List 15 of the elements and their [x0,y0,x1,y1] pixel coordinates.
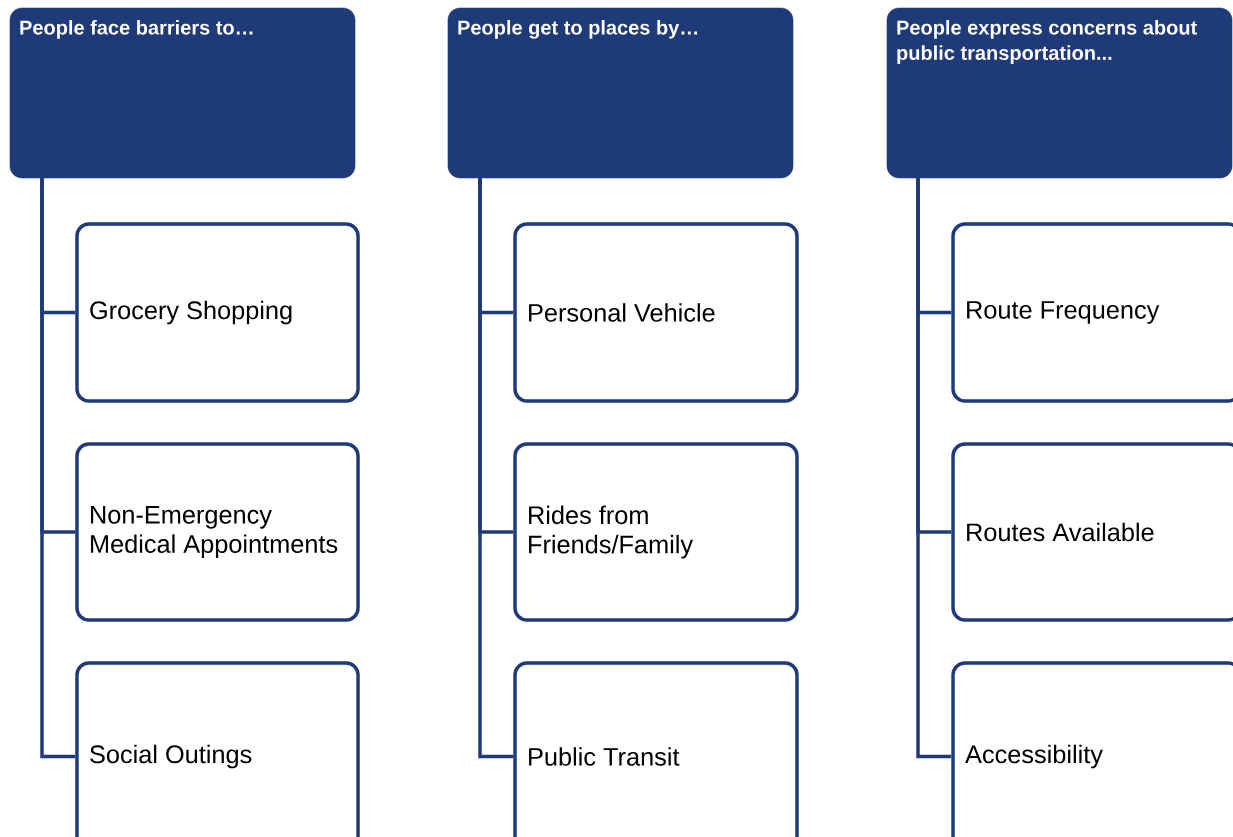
category-box: Accessibility [951,661,1233,837]
header-box: People express concerns about public transportation... [886,7,1233,179]
category-box: Non-Emergency Medical Appointments [75,442,360,622]
header-box: People face barriers to… [9,7,356,179]
category-box: Rides from Friends/Family [513,442,799,622]
category-box: Grocery Shopping [75,222,360,403]
header-box: People get to places by… [447,7,794,179]
category-box: Social Outings [75,661,360,837]
connector-line [40,178,76,759]
connector-line [916,178,952,759]
category-box: Public Transit [513,661,799,837]
category-box: Route Frequency [951,222,1233,403]
connector-line [478,178,514,759]
category-box: Routes Available [951,442,1233,622]
category-box: Personal Vehicle [513,222,799,403]
